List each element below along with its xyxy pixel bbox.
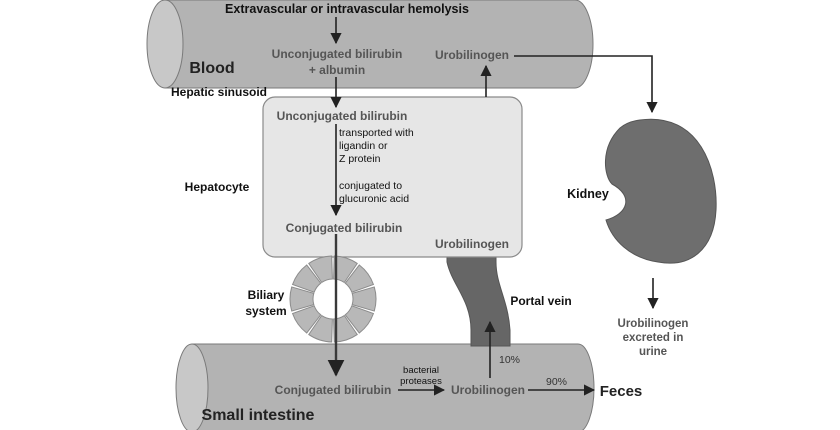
hepatocyte-box bbox=[262, 96, 523, 258]
label-portal-vein: Portal vein bbox=[510, 294, 571, 308]
label-urobilinogen-intestine: Urobilinogen bbox=[451, 383, 525, 397]
label-blood: Blood bbox=[189, 60, 234, 77]
label-urine-2: excreted in bbox=[623, 332, 684, 344]
kidney-shape bbox=[604, 118, 717, 264]
biliary-segment bbox=[308, 255, 333, 284]
biliary-lumen bbox=[314, 280, 352, 318]
label-urine-3: urine bbox=[639, 346, 667, 358]
label-hepatic-sinusoid: Hepatic sinusoid bbox=[171, 85, 267, 99]
biliary-segment bbox=[333, 314, 358, 343]
biliary-segment bbox=[351, 286, 377, 312]
label-conjugated-to-1: conjugated to bbox=[339, 180, 402, 192]
portal-vein bbox=[446, 256, 511, 347]
label-biliary-2: system bbox=[245, 304, 286, 318]
label-urine-1: Urobilinogen bbox=[618, 318, 689, 330]
label-small-intestine: Small intestine bbox=[202, 407, 315, 424]
label-bacterial-2: proteases bbox=[400, 376, 442, 387]
label-biliary-1: Biliary bbox=[248, 288, 285, 302]
label-bacterial-1: bacterial bbox=[403, 365, 439, 376]
label-feces: Feces bbox=[600, 383, 643, 400]
label-urobilinogen-liver: Urobilinogen bbox=[435, 237, 509, 251]
label-conjugated-to-2: glucuronic acid bbox=[339, 193, 409, 205]
label-kidney: Kidney bbox=[567, 187, 609, 201]
biliary-system-ring bbox=[289, 255, 377, 343]
biliary-segment bbox=[344, 305, 375, 334]
biliary-segment bbox=[308, 314, 333, 343]
label-conjugated-intestine: Conjugated bilirubin bbox=[275, 383, 392, 397]
label-transport-3: Z protein bbox=[339, 153, 381, 165]
label-hepatocyte: Hepatocyte bbox=[185, 180, 250, 194]
label-hemolysis: Extravascular or intravascular hemolysis bbox=[225, 2, 469, 16]
label-unconjugated-hepatocyte: Unconjugated bilirubin bbox=[277, 109, 408, 123]
small-intestine-tube bbox=[175, 343, 595, 430]
labels: Extravascular or intravascular hemolysis… bbox=[171, 2, 688, 424]
label-unconjugated-albumin-1: Unconjugated bilirubin bbox=[272, 47, 403, 61]
label-percent-90: 90% bbox=[546, 376, 567, 388]
biliary-segment bbox=[289, 286, 315, 312]
label-urobilinogen-blood: Urobilinogen bbox=[435, 48, 509, 62]
label-transport-1: transported with bbox=[339, 127, 414, 139]
biliary-segment bbox=[344, 264, 375, 293]
biliary-segment bbox=[291, 305, 322, 334]
label-conjugated-hepatocyte: Conjugated bilirubin bbox=[286, 221, 403, 235]
label-unconjugated-albumin-2: + albumin bbox=[309, 63, 365, 77]
label-transport-2: ligandin or bbox=[339, 140, 388, 152]
arrow-blood-to-kidney bbox=[514, 55, 658, 114]
label-percent-10: 10% bbox=[499, 354, 520, 366]
biliary-segment bbox=[291, 264, 322, 293]
arrows bbox=[327, 17, 659, 396]
